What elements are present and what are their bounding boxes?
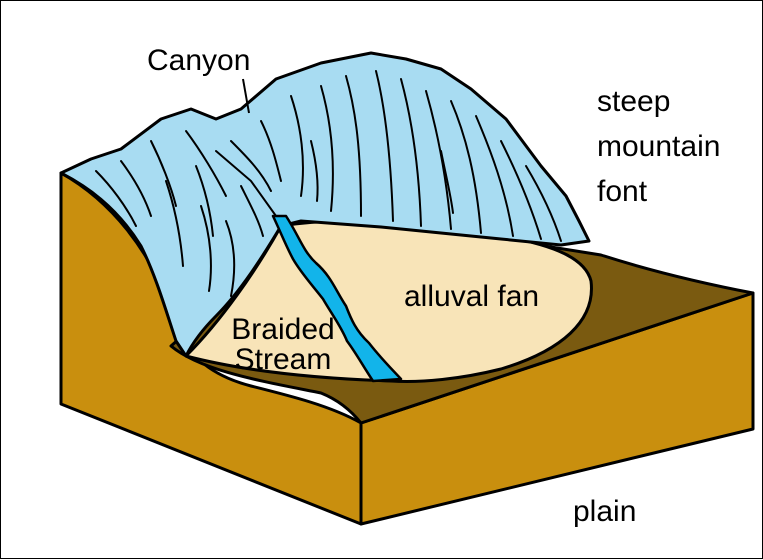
mountain-range xyxy=(59,51,591,358)
plain-label: plain xyxy=(573,495,637,528)
braided-stream-channel xyxy=(271,214,403,383)
braided-stream-label-line2: Stream xyxy=(234,343,332,376)
steep-mountain-front-label-line1: steep xyxy=(597,85,671,118)
alluvial-fan-label: alluval fan xyxy=(404,280,540,313)
steep-mountain-front-label-line2: mountain xyxy=(597,130,721,163)
braided-stream-label-line1: Braided xyxy=(231,313,335,346)
canyon-label: Canyon xyxy=(147,44,251,77)
canyon-pointer-line xyxy=(242,78,250,114)
mountain-gully-lines xyxy=(95,70,562,297)
steep-mountain-front-label-line3: font xyxy=(597,175,648,208)
